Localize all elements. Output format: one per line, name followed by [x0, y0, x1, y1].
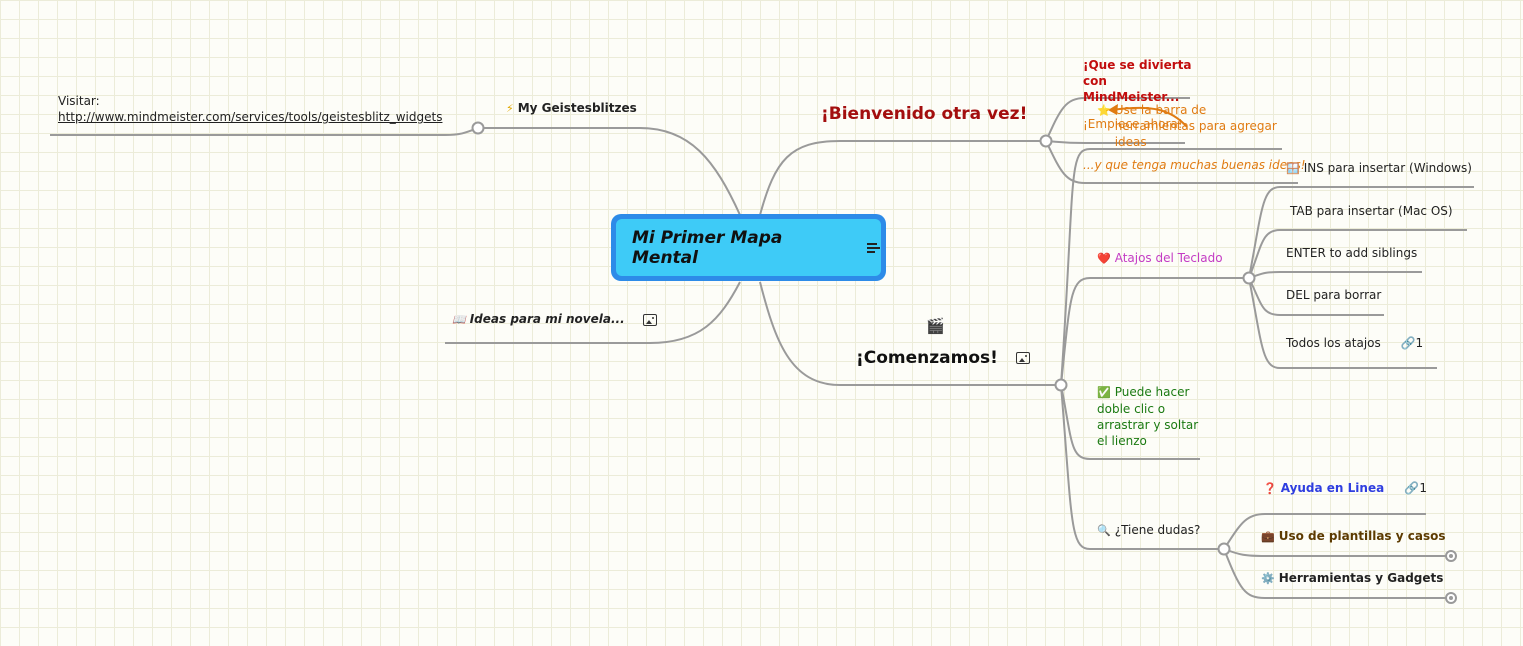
topic-label-line4: el lienzo [1097, 434, 1147, 448]
topic-my-geistesblitzes[interactable]: ⚡My Geistesblitzes [506, 101, 637, 115]
magnifier-icon: 🔍 [1097, 524, 1111, 537]
question-icon: ❓ [1263, 482, 1277, 495]
topic-label: ¡Bienvenido otra vez! [821, 104, 1028, 124]
topic-ideas-novela[interactable]: 📖Ideas para mi novela... [452, 312, 657, 326]
topic-label-line1: Puede hacer [1114, 385, 1190, 399]
topic-label: Herramientas y Gadgets [1278, 571, 1444, 585]
topic-herramientas[interactable]: ⚙️Herramientas y Gadgets [1261, 571, 1443, 585]
lightning-icon: ⚡ [506, 102, 514, 115]
star-icon: ⭐ [1097, 104, 1111, 117]
check-icon: ✅ [1097, 386, 1111, 399]
topic-dudas[interactable]: 🔍¿Tiene dudas? [1097, 523, 1200, 537]
topic-label: INS para insertar (Windows) [1303, 161, 1472, 175]
topic-geistesblitz-link[interactable]: Visitar: http://www.mindmeister.com/serv… [58, 93, 442, 125]
link-icon[interactable]: 🔗 [1400, 336, 1416, 350]
topic-label: Atajos del Teclado [1114, 251, 1223, 265]
topic-shortcut-enter[interactable]: ENTER to add siblings [1286, 246, 1417, 260]
topic-shortcut-all[interactable]: Todos los atajos 🔗1 [1286, 336, 1423, 350]
topic-plantillas[interactable]: 💼Uso de plantillas y casos [1261, 529, 1446, 543]
topic-ayuda-en-linea[interactable]: ❓Ayuda en Linea 🔗1 [1263, 481, 1427, 495]
image-icon[interactable] [642, 313, 657, 326]
topic-label: ¡Empiece ahora! [1083, 117, 1183, 131]
topic-atajos[interactable]: ❤️Atajos del Teclado [1097, 251, 1223, 265]
geistesblitz-link[interactable]: http://www.mindmeister.com/services/tool… [58, 110, 443, 124]
link-count: 1 [1419, 481, 1427, 495]
central-topic-title: Mi Primer Mapa Mental [632, 227, 783, 268]
book-icon: 📖 [452, 313, 466, 326]
link-count: 1 [1415, 336, 1424, 350]
topic-shortcut-tab[interactable]: TAB para insertar (Mac OS) [1286, 204, 1453, 218]
topic-label: ¿Tiene dudas? [1114, 523, 1201, 537]
windows-icon: 🪟 [1286, 162, 1300, 175]
topic-shortcut-ins[interactable]: 🪟INS para insertar (Windows) [1286, 161, 1472, 175]
topic-label: TAB para insertar (Mac OS) [1290, 204, 1453, 218]
topic-buenas-ideas[interactable]: ...y que tenga muchas buenas ideas! [1083, 158, 1306, 172]
topic-label: My Geistesblitzes [517, 101, 637, 115]
topic-label-line2: doble clic o [1097, 402, 1166, 416]
briefcase-icon: 💼 [1261, 530, 1275, 543]
topic-label: ENTER to add siblings [1286, 246, 1418, 260]
image-icon[interactable] [1015, 352, 1030, 364]
topic-label: Uso de plantillas y casos [1278, 529, 1446, 543]
topic-toolbar-tip[interactable]: ⭐Use la barra de herramientas para agreg… [1097, 102, 1285, 150]
topic-label: ¡Que se divierta con MindMeister... [1083, 58, 1192, 104]
link-icon[interactable]: 🔗 [1404, 481, 1420, 495]
clapperboard-icon: 🎬 [926, 317, 945, 335]
topic-bienvenido[interactable]: ¡Bienvenido otra vez! [821, 104, 1027, 124]
visit-label: Visitar: [58, 94, 100, 108]
topic-empiece[interactable]: ¡Empiece ahora! [1083, 117, 1183, 131]
topic-doble-clic[interactable]: ✅Puede hacer doble clic o arrastrar y so… [1097, 384, 1198, 449]
topic-label-line3: arrastrar y soltar [1097, 418, 1199, 432]
topic-label: ...y que tenga muchas buenas ideas! [1083, 158, 1306, 172]
topic-label: Use la barra de herramientas para agrega… [1114, 103, 1277, 149]
topic-label: Ideas para mi novela... [469, 312, 625, 326]
topic-label: Ayuda en Linea [1280, 481, 1385, 495]
topic-comenzamos[interactable]: ¡Comenzamos! [856, 348, 1030, 368]
topic-label: Todos los atajos [1286, 336, 1381, 350]
topic-shortcut-del[interactable]: DEL para borrar [1286, 288, 1381, 302]
gear-icon: ⚙️ [1261, 572, 1275, 585]
notes-icon[interactable] [867, 241, 881, 255]
heart-icon: ❤️ [1097, 252, 1111, 265]
topic-diviertase[interactable]: ¡Que se divierta con MindMeister... [1083, 57, 1198, 105]
topic-label: DEL para borrar [1286, 288, 1382, 302]
central-topic[interactable]: Mi Primer Mapa Mental [611, 214, 886, 281]
topic-label: ¡Comenzamos! [856, 348, 998, 368]
